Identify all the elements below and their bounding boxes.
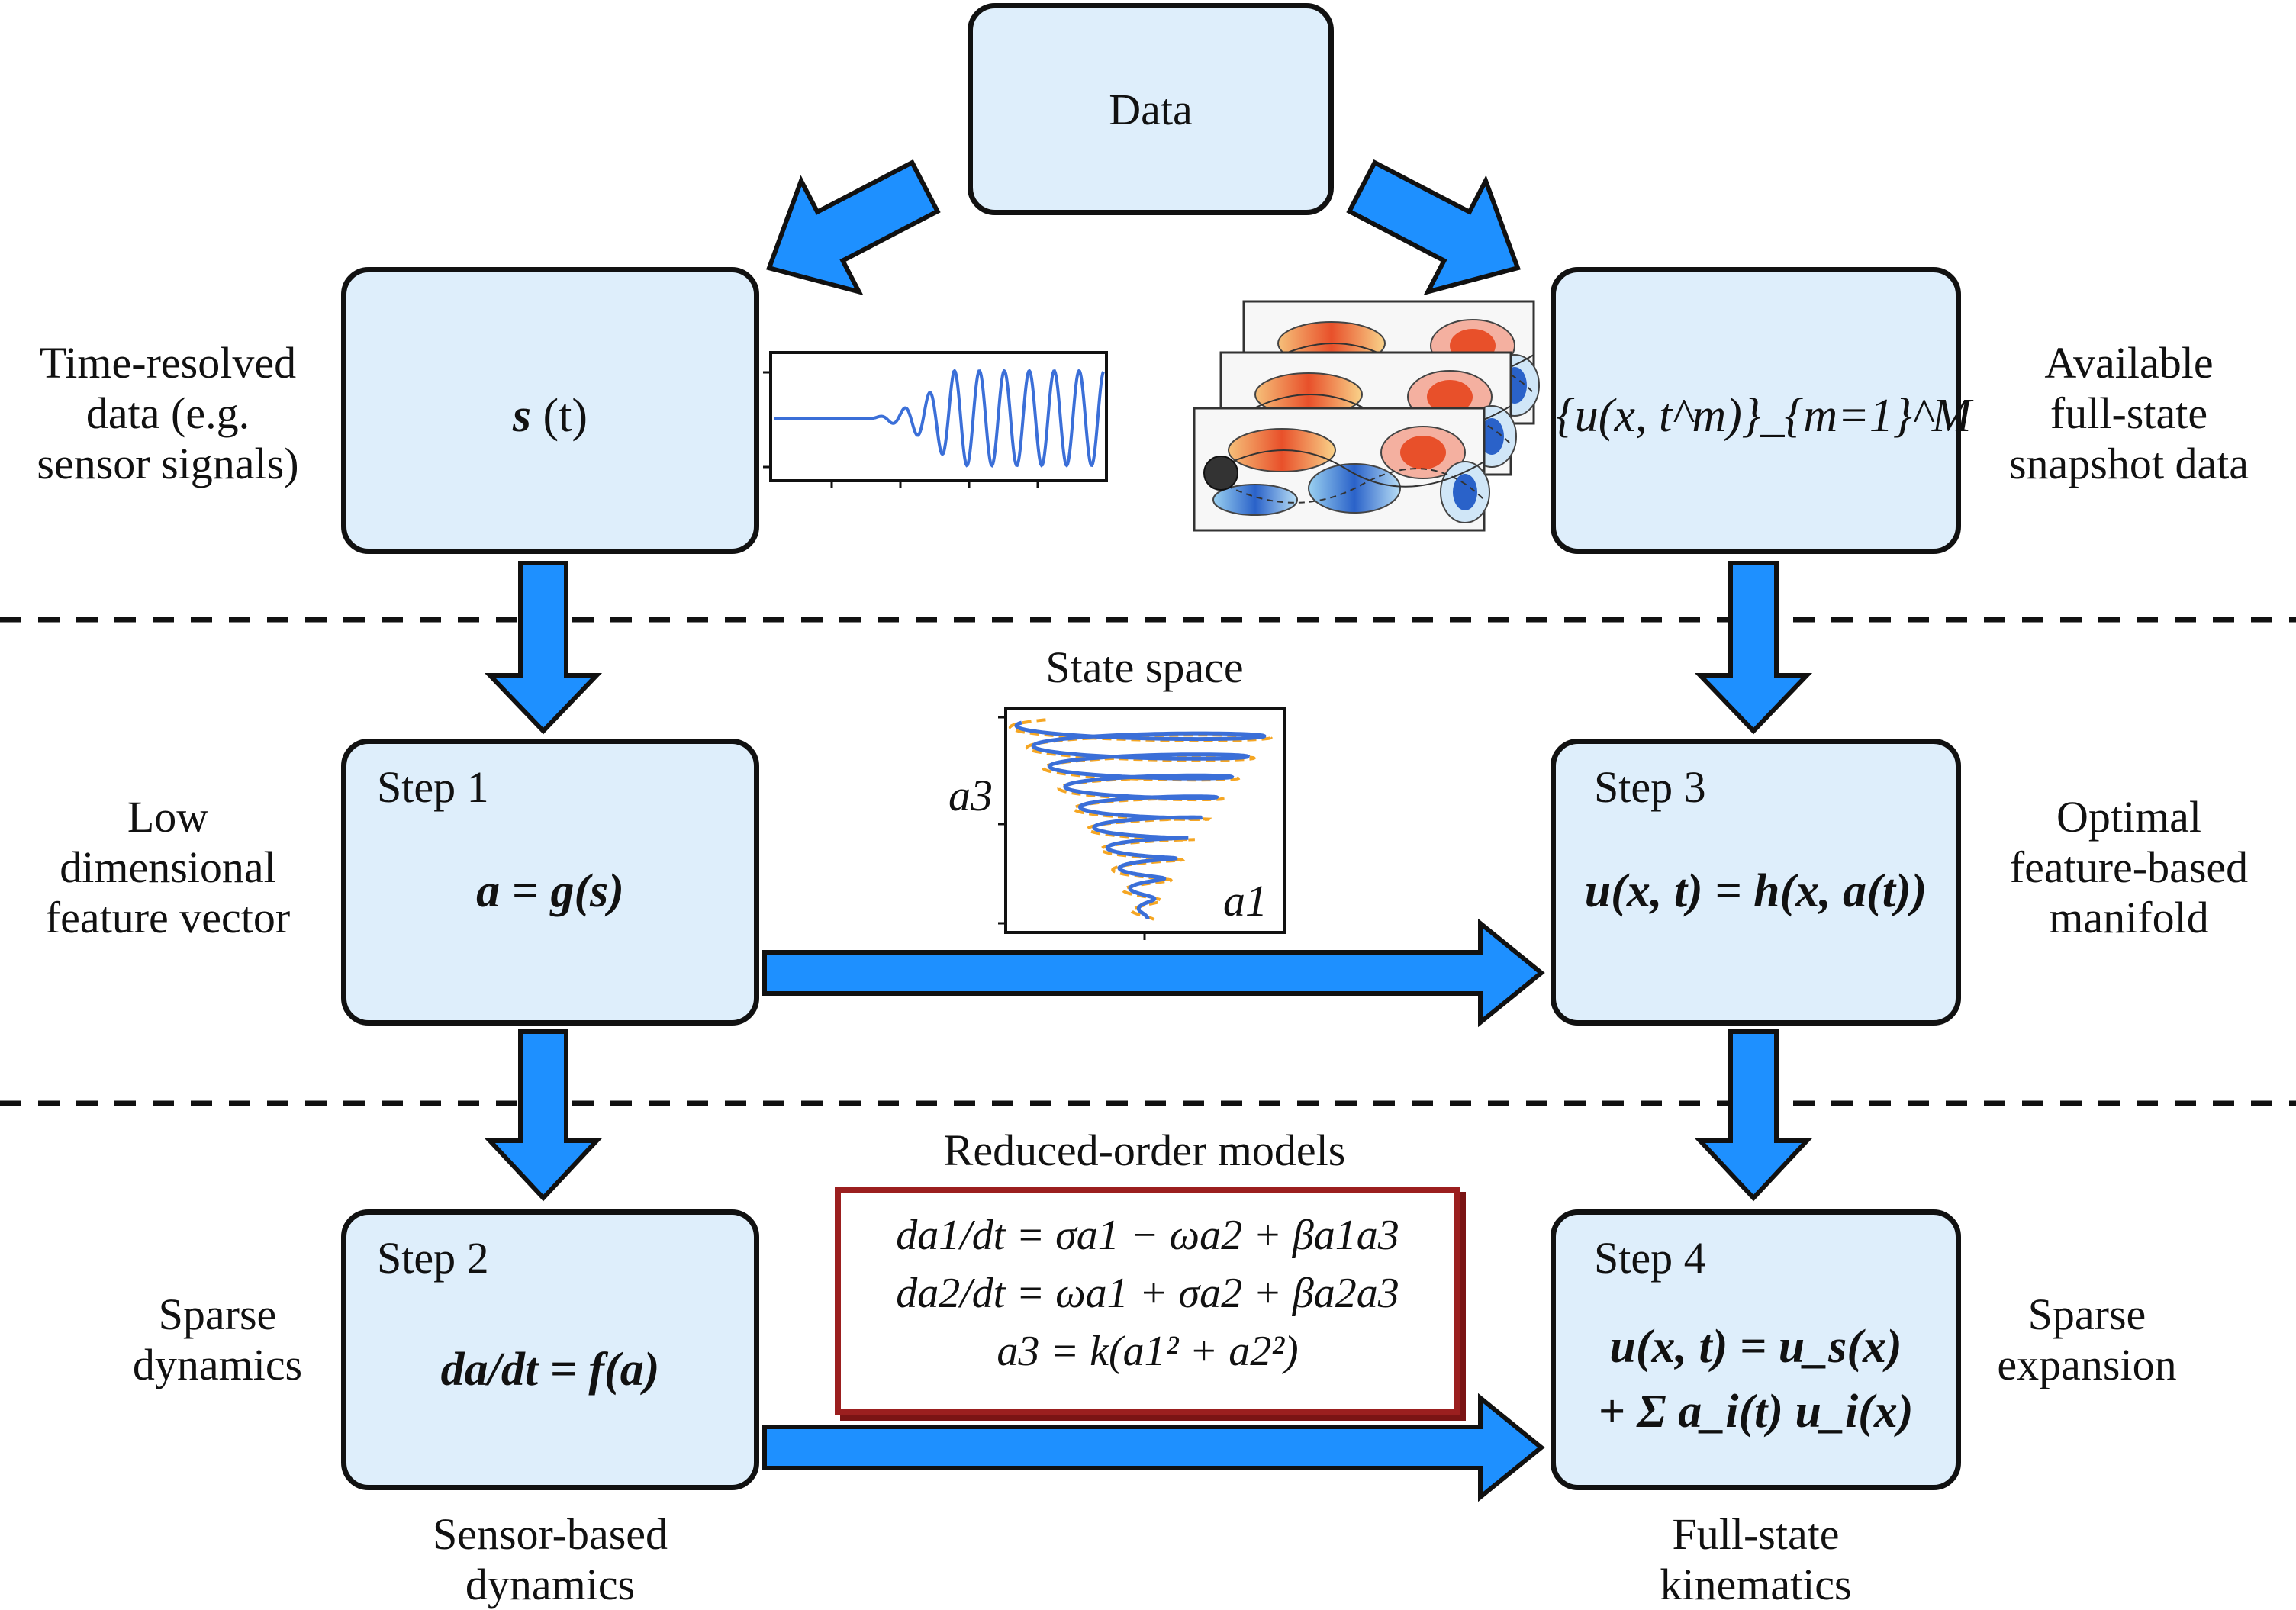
step2-box: Step 2 da/dt = f(a) (341, 1209, 759, 1490)
rom-equation-2: da2/dt = ωa1 + σa2 + βa2a3 (896, 1270, 1399, 1317)
snapshot-expression: {u(x, t^m)}_{m=1}^M (1556, 390, 1972, 442)
data-box: Data (968, 3, 1334, 215)
reduced-order-box: da1/dt = σa1 − ωa2 + βa1a3 da2/dt = ωa1 … (835, 1187, 1460, 1415)
label-low-dim: Low dimensional feature vector (45, 792, 291, 942)
label-full-state: Full-state kinematics (1660, 1509, 1852, 1609)
label-sparse-expansion: Sparse expansion (1997, 1290, 2177, 1389)
label-time-resolved: Time-resolved data (e.g. sensor signals) (37, 338, 299, 488)
state-space-xlabel: a1 (1223, 876, 1267, 926)
reduced-order-title: Reduced-order models (943, 1125, 1346, 1175)
rom-equation-3: a3 = k(a1² + a2²) (997, 1328, 1299, 1375)
step3-title: Step 3 (1594, 762, 1706, 812)
label-sparse-dynamics: Sparse dynamics (132, 1290, 303, 1389)
arrow-data-to-snapshot (1346, 159, 1521, 296)
label-available: Available full-state snapshot data (2008, 338, 2249, 488)
step4-box: Step 4 u(x, t) = u_s(x) + Σ a_i(t) u_i(x… (1551, 1209, 1961, 1490)
step2-title: Step 2 (377, 1233, 489, 1283)
label-optimal: Optimal feature-based manifold (2009, 792, 2249, 942)
signal-line (774, 369, 1105, 468)
state-space-title: State space (1045, 642, 1244, 692)
data-box-label: Data (1109, 85, 1193, 134)
trajectory-blue (1014, 720, 1267, 919)
step3-equation: u(x, t) = h(x, a(t)) (1584, 865, 1927, 917)
sensor-arg: (t) (543, 390, 588, 442)
step1-box: Step 1 a = g(s) (341, 739, 759, 1026)
state-space-plot (998, 707, 1286, 940)
flow-snapshot-stack (1193, 300, 1541, 532)
arrow-data-to-sensor (766, 159, 941, 296)
sensor-symbol: s (512, 390, 532, 442)
label-sensor-based: Sensor-based dynamics (432, 1509, 668, 1609)
sensor-signal-expression: s (t) (346, 391, 754, 441)
sensor-signal-plot (763, 351, 1108, 488)
arrow-snapshot-to-step3 (1694, 561, 1813, 735)
snapshot-data-box: {u(x, t^m)}_{m=1}^M (1551, 267, 1972, 554)
cylinder (1203, 456, 1238, 491)
step2-equation: da/dt = f(a) (440, 1344, 660, 1396)
state-space-ylabel: a3 (948, 771, 993, 820)
step4-title: Step 4 (1594, 1233, 1706, 1283)
step1-title: Step 1 (377, 762, 489, 812)
arrow-step1-to-step3 (762, 918, 1545, 1028)
step3-box: Step 3 u(x, t) = h(x, a(t)) (1551, 739, 1961, 1026)
step4-equation-line1: u(x, t) = u_s(x) (1609, 1321, 1902, 1373)
arrow-step2-to-step4 (762, 1393, 1545, 1502)
step1-equation: a = g(s) (476, 865, 624, 917)
arrow-sensor-to-step1 (484, 561, 603, 735)
step4-equation-line2: + Σ a_i(t) u_i(x) (1598, 1386, 1914, 1438)
arrow-step3-to-step4 (1695, 1029, 1812, 1202)
rom-equation-1: da1/dt = σa1 − ωa2 + βa1a3 (896, 1212, 1399, 1259)
arrow-step1-to-step2 (485, 1029, 602, 1202)
sensor-data-box: s (t) (341, 267, 759, 554)
